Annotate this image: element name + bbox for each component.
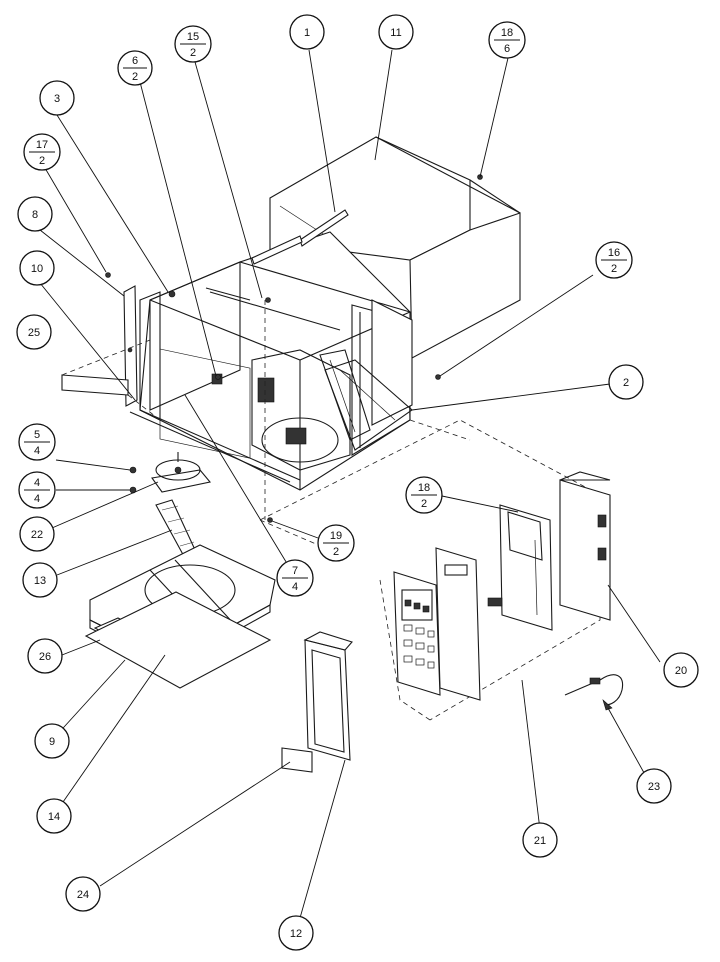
svg-text:18: 18 [418,482,430,494]
svg-text:15: 15 [187,31,199,43]
svg-text:6: 6 [132,55,138,67]
oven-chassis [139,231,411,491]
bracket-part-8 [123,285,138,407]
svg-text:17: 17 [36,139,48,151]
svg-text:2: 2 [611,263,617,275]
svg-text:26: 26 [39,651,51,663]
svg-text:22: 22 [31,529,43,541]
svg-text:4: 4 [34,445,40,457]
probe-part-23 [564,674,624,711]
bottom-panel-part-9 [84,591,272,689]
svg-text:9: 9 [49,736,55,748]
callout-20: 20 [663,652,699,688]
callout-18-2: 18 2 [405,476,443,514]
svg-text:7: 7 [292,565,298,577]
callout-25: 25 [16,314,52,350]
keypad-panel [393,571,441,696]
svg-text:4: 4 [34,493,40,505]
callout-5-4: 5 4 [18,423,56,461]
callout-10: 10 [19,250,55,286]
leader-lines [39,49,661,919]
svg-text:12: 12 [290,928,302,940]
svg-text:10: 10 [31,263,43,275]
callout-4-4: 4 4 [18,471,56,509]
door-trim-part-12 [303,631,353,761]
svg-text:8: 8 [32,209,38,221]
stirrer-assembly-part-22 [151,452,212,493]
callout-23: 23 [636,768,672,804]
svg-text:16: 16 [608,247,620,259]
base-plate [84,544,276,689]
svg-text:19: 19 [330,530,342,542]
svg-text:2: 2 [623,377,629,389]
callout-22: 22 [19,516,55,552]
svg-text:2: 2 [333,546,339,558]
svg-text:3: 3 [54,93,60,105]
rail-part-1 [251,209,349,265]
callout-18-6: 18 6 [488,21,526,59]
callout-9: 9 [34,723,70,759]
svg-text:2: 2 [190,47,196,59]
svg-text:2: 2 [421,498,427,510]
svg-text:13: 13 [34,575,46,587]
svg-text:4: 4 [34,477,40,489]
callout-21: 21 [522,822,558,858]
control-cover-part-21 [435,547,481,701]
svg-text:21: 21 [534,835,546,847]
callout-1: 1 [289,14,325,50]
callout-24: 24 [65,876,101,912]
svg-text:1: 1 [304,27,310,39]
svg-text:14: 14 [48,811,60,823]
callout-11: 11 [378,14,414,50]
svg-text:24: 24 [77,889,89,901]
svg-text:25: 25 [28,327,40,339]
control-bracket-part-20 [559,471,611,621]
callout-14: 14 [36,798,72,834]
callout-17-2: 17 2 [23,133,61,171]
svg-text:11: 11 [390,27,401,39]
circuit-board-part-18 [487,504,553,631]
callout-16-2: 16 2 [595,241,633,279]
callout-2: 2 [608,364,644,400]
label-plate-part-25 [61,374,129,396]
svg-text:5: 5 [34,429,40,441]
callout-7-4: 7 4 [276,559,314,597]
svg-text:2: 2 [39,155,45,167]
callout-19-2: 19 2 [317,524,355,562]
svg-text:18: 18 [501,27,513,39]
svg-text:23: 23 [648,781,660,793]
label-part-24 [281,747,313,773]
svg-text:4: 4 [292,581,298,593]
callout-6-2: 6 2 [117,50,153,86]
keypad-buttons [403,599,435,669]
callout-13: 13 [22,562,58,598]
svg-text:6: 6 [504,43,510,55]
callout-12: 12 [278,915,314,951]
callout-15-2: 15 2 [174,25,212,63]
svg-text:20: 20 [675,665,687,677]
callout-26: 26 [27,638,63,674]
callout-3: 3 [39,80,75,116]
callout-8: 8 [17,196,53,232]
svg-text:2: 2 [132,71,138,83]
